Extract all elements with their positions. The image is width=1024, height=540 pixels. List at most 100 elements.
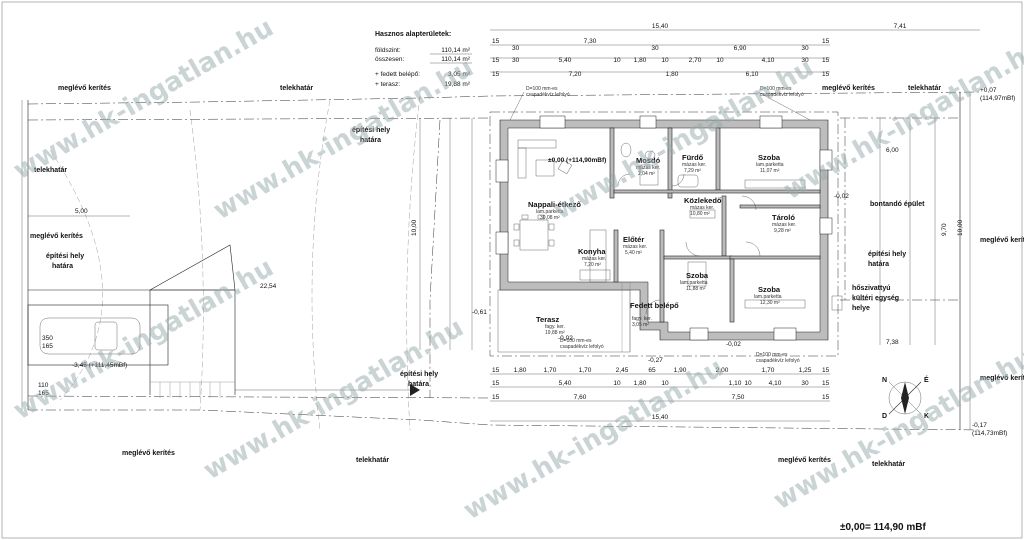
dim-value: 1,90 — [674, 367, 687, 374]
watermark-text: www.hk-ingatlan.hu — [459, 353, 729, 526]
level-mark: -0,02 — [558, 335, 573, 342]
room-area: 5,40 m² — [625, 250, 642, 256]
label-plot-boundary: telekhatár — [356, 457, 389, 464]
label-plot-boundary: telekhatár — [872, 461, 905, 468]
label-existing-fence: meglévő kerítés — [122, 450, 175, 457]
room-floor: mázas ker. — [636, 165, 660, 171]
room-floor: mázas ker. — [623, 244, 647, 250]
dim-plot-depth: 22,54 — [260, 283, 277, 290]
room-floor: lam.parketta — [680, 280, 708, 286]
label-building-zone: építési hely — [46, 253, 84, 260]
room-name: Nappali-étkező — [528, 200, 581, 209]
dim-value: 6,90 — [734, 45, 747, 52]
label-plot-boundary: telekhatár — [34, 167, 67, 174]
watermark-text: www.hk-ingatlan.hu — [199, 313, 469, 486]
car-outline — [39, 317, 141, 355]
area-legend: Hasznos alapterületek: földszint: 110,14… — [375, 31, 472, 88]
legend-row-label: + terasz: — [375, 81, 400, 88]
label-building-zone: építési hely — [868, 251, 906, 258]
room-name: Előtér — [623, 235, 644, 244]
dim-total-bottom: 15,40 — [652, 414, 669, 421]
room-fedett-belepo: Fedett belépő fagy. ker. 3,05 m² — [630, 301, 679, 328]
dim-value: 2,00 — [716, 367, 729, 374]
dim-value: 15 — [822, 367, 830, 374]
legend-row-label: földszint: — [375, 47, 401, 54]
dim-value: 1,70 — [544, 367, 557, 374]
room-name: Szoba — [758, 153, 781, 162]
building-plan — [489, 111, 839, 357]
dim-value: 15 — [492, 57, 500, 64]
label-boundary: határa — [360, 137, 381, 144]
room-name: Közlekedő — [684, 196, 722, 205]
legend-row-label: összesen: — [375, 56, 404, 63]
dim-value: 10 — [661, 380, 669, 387]
label-plot-boundary: telekhatár — [908, 85, 941, 92]
label-existing-fence: meglévő kerítés — [58, 85, 111, 92]
level-carport: -3,45 (+111,45mBf) — [72, 362, 127, 369]
label-boundary: határa — [868, 261, 889, 268]
pipe-note: csapadékvíz lefolyó — [526, 92, 570, 98]
dim-value: 9,70 — [941, 223, 948, 236]
pipe-note: csapadékvíz lefolyó — [756, 358, 800, 364]
pipe-note: D=100 mm-es — [760, 86, 792, 92]
dim-value: 4,10 — [762, 57, 775, 64]
pipe-note: D=100 mm-es — [560, 338, 592, 344]
compass-e: É — [924, 375, 929, 384]
room-mosdo: Mosdó mázas ker. 2,04 m² — [636, 156, 661, 177]
watermark-text: www.hk-ingatlan.hu — [779, 33, 1024, 206]
room-name: Szoba — [758, 285, 781, 294]
legend-row-label: + fedett belépő: — [375, 71, 420, 78]
label-existing-fence: meglévő kerítés — [30, 233, 83, 240]
dim-value: 15 — [822, 394, 830, 401]
room-floor: fagy. ker. — [545, 324, 565, 330]
dim-value: 15 — [492, 71, 500, 78]
dim-value: 165 — [38, 390, 49, 397]
level-mark: -0,61 — [472, 309, 487, 316]
dim-setback: 5,00 — [75, 208, 88, 215]
dim-value: 10 — [744, 380, 752, 387]
north-compass: N É D K — [882, 375, 929, 420]
room-area: 11,07 m² — [760, 168, 780, 174]
level-marks: ±0,00 (+114,90mBf) -0,02 -0,27 -0,02 -0,… — [472, 87, 1015, 437]
dim-value: 15 — [822, 380, 830, 387]
level-mark: (114,97mBf) — [980, 95, 1015, 102]
carport-slab — [27, 304, 169, 366]
room-szoba-2: Szoba lam.parketta 11,88 m² — [680, 271, 709, 292]
dim-value: 4,10 — [769, 380, 782, 387]
room-floor: mázas ker. — [682, 162, 706, 168]
room-nappali: Nappali-étkező lam.parketta 30,08 m² — [528, 200, 581, 221]
dim-value: 30 — [801, 380, 809, 387]
room-area: 7,29 m² — [684, 168, 701, 174]
legend-title: Hasznos alapterületek: — [375, 31, 451, 38]
dim-value: 6,10 — [746, 71, 759, 78]
dim-value: 15 — [492, 380, 500, 387]
dim-value: 30 — [512, 45, 520, 52]
room-floor: mázas ker. — [690, 205, 714, 211]
heatpump-unit — [831, 295, 843, 311]
room-floor: mázas ker. — [582, 256, 606, 262]
watermark-text: www.hk-ingatlan.hu — [209, 53, 479, 226]
label-building-zone: építési hely — [352, 127, 390, 134]
dimensions-top: 15,40 7,41 15 30 7,30 30 6,90 30 15 15 3… — [490, 23, 980, 78]
dim-value: 30 — [512, 57, 520, 64]
dim-value: 10 — [613, 57, 621, 64]
dim-value: 2,70 — [689, 57, 702, 64]
room-name: Tároló — [772, 213, 795, 222]
room-area: 7,20 m² — [584, 262, 601, 268]
compass-w: K — [924, 413, 929, 420]
dim-value: 165 — [42, 343, 53, 350]
label-plot-boundary: telekhatár — [280, 85, 313, 92]
label-existing-fence: meglévő kerítés — [980, 237, 1024, 244]
dim-value: 65 — [648, 367, 656, 374]
label-building-zone: építési hely — [400, 371, 438, 378]
dim-value: 1,80 — [634, 380, 647, 387]
level-mark: -0,17 — [972, 422, 987, 429]
dimensions-side: 10,00 6,00 7,38 9,70 10,00 — [411, 118, 964, 350]
dim-value: 7,38 — [886, 339, 899, 346]
dim-value: 1,80 — [514, 367, 527, 374]
dim-right-top: 7,41 — [894, 23, 907, 30]
datum-label: ±0,00= 114,90 mBf — [840, 522, 926, 533]
compass-s: D — [882, 413, 887, 420]
dim-value: 15 — [822, 57, 830, 64]
